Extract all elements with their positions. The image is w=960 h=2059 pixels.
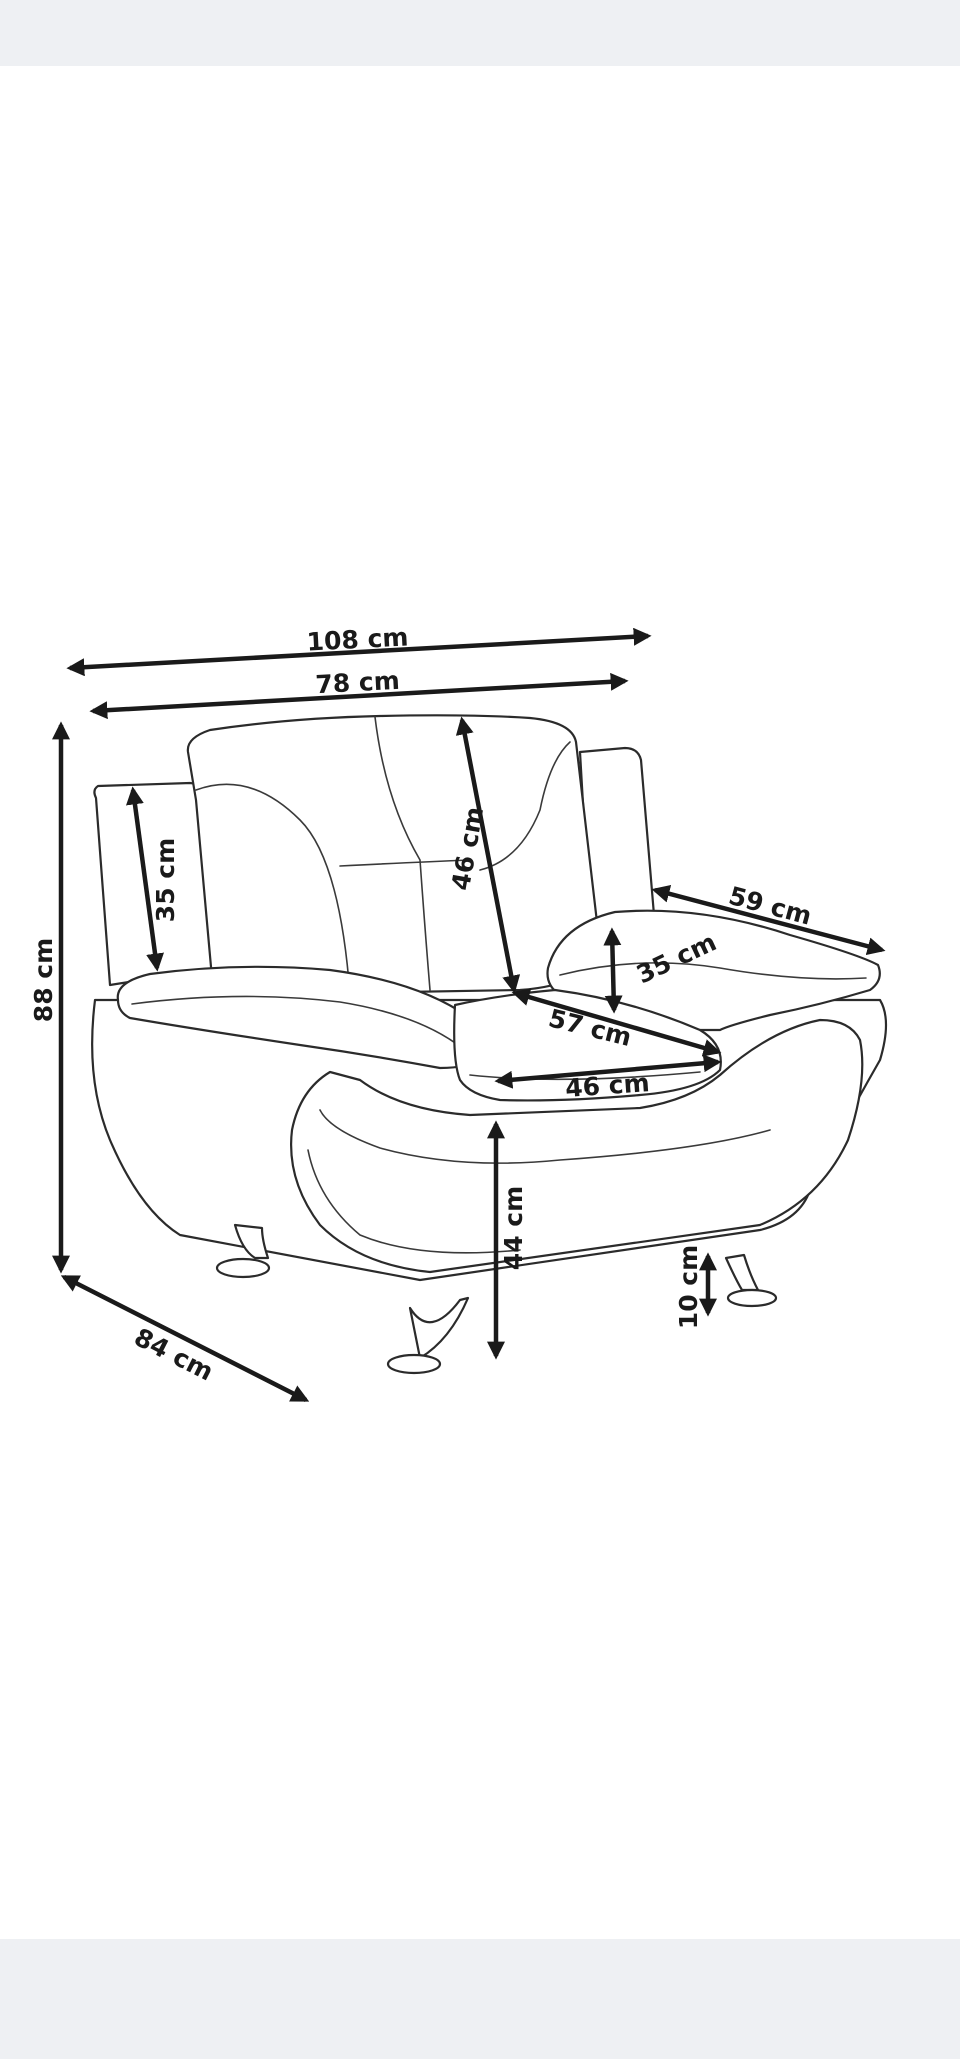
leg-back-left	[215, 1223, 271, 1279]
arrow-armrest-length	[651, 884, 886, 956]
arrow-armrest-height	[126, 786, 164, 972]
top-bar	[0, 0, 960, 66]
label-armrest-height: 35 cm	[151, 838, 180, 922]
front-panel-inner-curve	[307, 1149, 521, 1254]
leg-front-left	[386, 1296, 470, 1375]
arrow-armrest-width	[603, 927, 623, 1014]
label-seat-width: 46 cm	[564, 1068, 650, 1103]
leg-front-right	[724, 1253, 778, 1308]
label-leg-height: 10 cm	[674, 1245, 703, 1329]
backrest-seam-vertical	[374, 716, 431, 991]
right-arm-post	[578, 746, 656, 927]
arrow-seat-width-top	[89, 672, 629, 720]
arrow-total-depth	[60, 1274, 310, 1403]
label-seat-width-top: 78 cm	[315, 666, 401, 699]
arrow-seat-depth	[511, 988, 722, 1057]
arrow-backrest-height	[455, 716, 521, 994]
label-seat-height: 44 cm	[499, 1186, 528, 1270]
backrest-seam-left	[195, 783, 351, 996]
backrest	[186, 714, 602, 997]
label-total-height: 88 cm	[29, 938, 58, 1022]
label-total-width: 108 cm	[306, 622, 409, 656]
bottom-bar	[0, 1939, 960, 2059]
dimension-lines	[52, 627, 886, 1403]
arrow-seat-width	[494, 1054, 722, 1089]
armchair-drawing	[91, 714, 888, 1375]
left-armrest-piping	[131, 995, 463, 1049]
arrow-total-width	[66, 627, 652, 677]
